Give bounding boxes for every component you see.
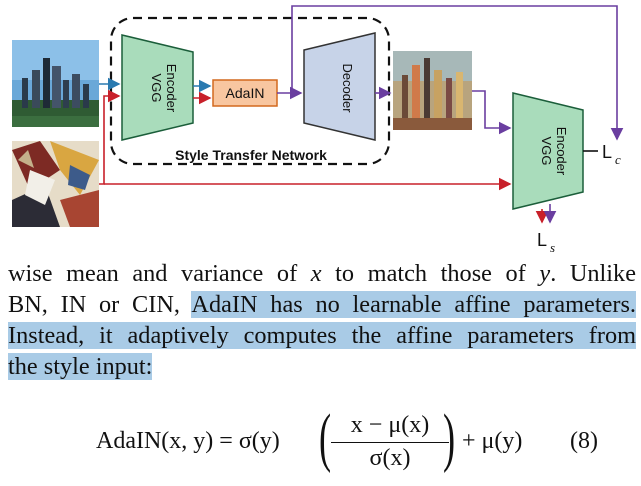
paragraph-line-3: Instead, it adaptively computes the affi… [8,320,636,351]
svg-text:Encoder: Encoder [164,64,179,113]
body-paragraph: wise mean and variance of x to match tho… [8,258,636,382]
equation-fraction: x − μ(x) σ(x) [331,412,449,472]
paragraph-line-2: BN, IN or CIN, AdaIN has no learnable af… [8,291,636,318]
svg-text:VGG: VGG [539,137,554,166]
fraction-bar [331,442,449,444]
highlight-1: AdaIN has no learnable affine parameters… [191,291,636,318]
highlight-2: Instead, it adaptively computes the affi… [8,322,636,349]
equation-lhs: AdaIN(x, y) = σ(y) [96,428,280,454]
svg-text:VGG: VGG [149,74,164,103]
svg-text:Decoder: Decoder [340,63,355,113]
highlight-3: the style input: [8,353,153,380]
vgg-encoder-2: VGG Encoder [512,92,584,210]
paragraph-line-1: wise mean and variance of x to match tho… [8,260,636,287]
svg-text:Encoder: Encoder [554,127,569,176]
adain-block: AdaIN [212,79,278,107]
left-paren: ( [318,401,332,474]
right-paren: ) [442,401,456,474]
output-to-encoder-arrow [472,90,512,135]
content-image [12,40,99,127]
equation-number: (8) [570,428,598,454]
adain-equation: AdaIN(x, y) = σ(y) ( x − μ(x) σ(x) ) + μ… [90,401,630,484]
network-label: Style Transfer Network [175,147,327,163]
vgg-encoder-1: VGG Encoder [121,34,194,141]
decoder-block: Decoder [303,32,376,141]
output-image [393,51,472,130]
svg-text:AdaIN: AdaIN [226,85,265,101]
paragraph-line-4: the style input: [8,351,636,382]
adain-to-loss-arrow [291,5,624,141]
equation-numerator: x − μ(x) [350,412,430,438]
adain-architecture-figure: VGG Encoder AdaIN Decoder Style Transfer… [12,5,624,255]
style-image [12,141,99,227]
equation-rhs: + μ(y) [462,428,523,454]
equation-denominator: σ(x) [369,445,411,472]
style-arrow-1 [99,89,121,185]
